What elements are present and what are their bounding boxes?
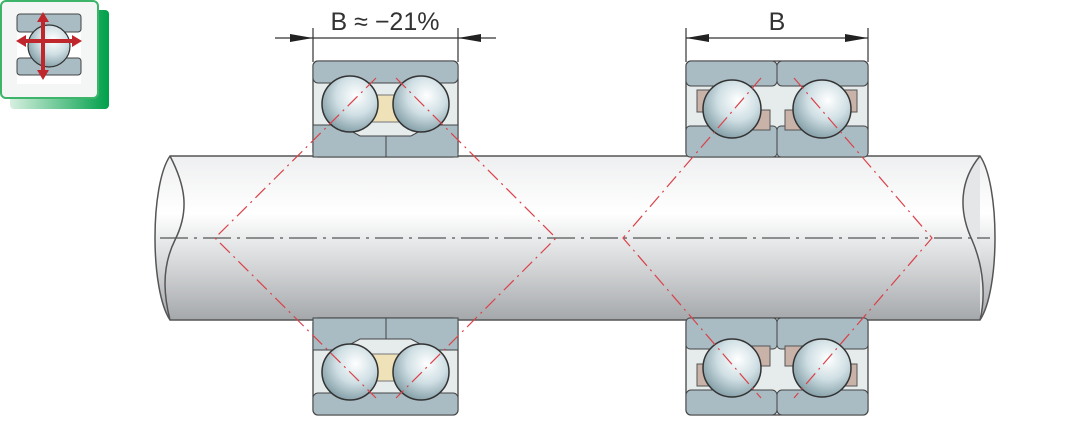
right-bearing-bottom	[685, 317, 869, 416]
left-bearing-bottom	[312, 317, 459, 416]
contact-angle-lines	[214, 77, 933, 399]
right-width-dimension	[685, 28, 869, 62]
left-bearing-top	[312, 60, 459, 158]
right-bearing-pair	[685, 60, 869, 416]
left-width-dimension	[275, 28, 496, 62]
left-width-label: B ≈ −21%	[331, 8, 440, 36]
left-bearing-pair	[312, 60, 459, 416]
right-bearing-top	[685, 60, 869, 158]
right-width-label: B	[769, 8, 786, 36]
bearing-type-icon	[0, 0, 109, 109]
